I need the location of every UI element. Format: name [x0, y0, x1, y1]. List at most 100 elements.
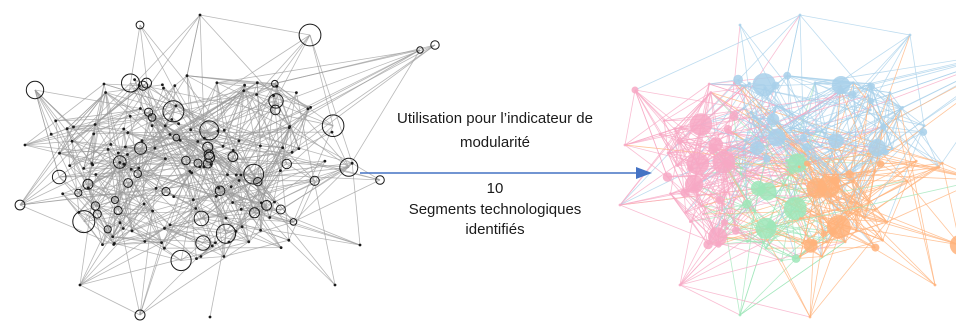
- graph-edge: [144, 241, 162, 243]
- graph-edge: [787, 75, 872, 87]
- graph-edge: [103, 83, 177, 107]
- graph-edge: [787, 75, 871, 102]
- graph-edge: [700, 169, 736, 207]
- graph-node: [801, 241, 804, 245]
- graph-node: [885, 220, 889, 224]
- graph-node: [698, 132, 702, 136]
- graph-edge: [765, 185, 956, 229]
- graph-node: [795, 140, 799, 143]
- graph-node: [281, 158, 292, 170]
- graph-edge: [139, 24, 225, 131]
- graph-edge: [674, 92, 712, 129]
- graph-edge: [685, 212, 728, 229]
- graph-edge: [185, 160, 197, 259]
- graph-edge: [293, 179, 381, 223]
- graph-edge: [739, 258, 797, 316]
- graph-edge: [105, 92, 353, 164]
- graph-edge: [110, 144, 121, 163]
- graph-edge: [107, 162, 199, 230]
- graph-node: [160, 241, 164, 245]
- graph-node: [873, 208, 877, 211]
- graph-edge: [215, 196, 227, 234]
- graph-node: [876, 160, 885, 168]
- graph-edge: [809, 34, 911, 318]
- graph-edge: [192, 164, 212, 200]
- graph-edge: [95, 169, 132, 207]
- graph-node: [161, 186, 171, 197]
- graph-edge: [204, 138, 242, 176]
- graph-node: [162, 100, 185, 123]
- graph-node: [829, 148, 833, 152]
- graph-edge: [766, 158, 794, 200]
- graph-node: [134, 309, 146, 321]
- graph-edge: [814, 82, 823, 131]
- graph-node: [690, 184, 699, 192]
- graph-node: [855, 201, 859, 205]
- graph-node: [888, 91, 892, 94]
- graph-node: [684, 211, 688, 214]
- graph-node: [275, 204, 286, 215]
- graph-edge: [679, 141, 687, 213]
- graph-edge: [71, 85, 144, 142]
- graph-edge: [624, 89, 636, 146]
- graph-node: [836, 173, 840, 177]
- graph-edge: [821, 34, 911, 131]
- graph-node: [113, 205, 123, 216]
- graph-node: [919, 128, 928, 136]
- graph-node: [868, 108, 872, 112]
- graph-edge: [59, 153, 79, 193]
- graph-edge: [869, 170, 876, 203]
- graph-edge: [667, 153, 686, 193]
- graph-node: [765, 124, 769, 128]
- graph-node: [771, 81, 780, 90]
- graph-node: [799, 217, 802, 220]
- graph-edge: [694, 187, 709, 245]
- graph-edge: [864, 217, 956, 245]
- graph-node: [819, 144, 823, 148]
- graph-edge: [228, 221, 294, 243]
- graph-edge: [718, 242, 764, 245]
- graph-edge: [822, 109, 871, 131]
- graph-edge: [835, 170, 875, 181]
- graph-node: [808, 315, 812, 319]
- graph-edge: [105, 84, 163, 93]
- graph-edge: [92, 14, 201, 166]
- graph-edge: [122, 203, 145, 229]
- graph-node: [723, 124, 732, 133]
- graph-node: [881, 126, 885, 129]
- graph-edge: [186, 75, 353, 164]
- graph-edge: [348, 49, 421, 168]
- graph-edge: [34, 89, 93, 164]
- graph-edge: [814, 196, 825, 234]
- graph-edge: [679, 242, 764, 286]
- graph-node: [121, 227, 125, 230]
- graph-node: [822, 216, 825, 220]
- graph-edge: [802, 160, 917, 244]
- graph-edge: [852, 181, 870, 203]
- graph-edge: [787, 75, 943, 164]
- graph-edge: [128, 182, 194, 201]
- graph-edge: [248, 170, 281, 242]
- graph-node: [74, 188, 83, 197]
- graph-node: [181, 155, 191, 166]
- graph-node: [806, 153, 810, 156]
- graph-node: [70, 139, 74, 143]
- graph-edge: [273, 95, 290, 128]
- graph-node: [873, 169, 877, 173]
- graph-edge: [852, 65, 956, 95]
- graph-edge: [19, 92, 106, 206]
- graph-node: [23, 143, 27, 147]
- graph-node: [222, 255, 226, 258]
- graph-node: [901, 106, 905, 109]
- graph-edge: [679, 243, 720, 286]
- graph-node: [747, 81, 751, 85]
- graph-node: [949, 235, 956, 255]
- graph-node: [78, 283, 82, 287]
- graph-node: [763, 86, 767, 90]
- graph-edge: [113, 242, 162, 245]
- graph-edge: [154, 140, 181, 149]
- graph-edge: [850, 163, 881, 214]
- graph-edge: [119, 188, 157, 223]
- graph-node: [940, 161, 944, 165]
